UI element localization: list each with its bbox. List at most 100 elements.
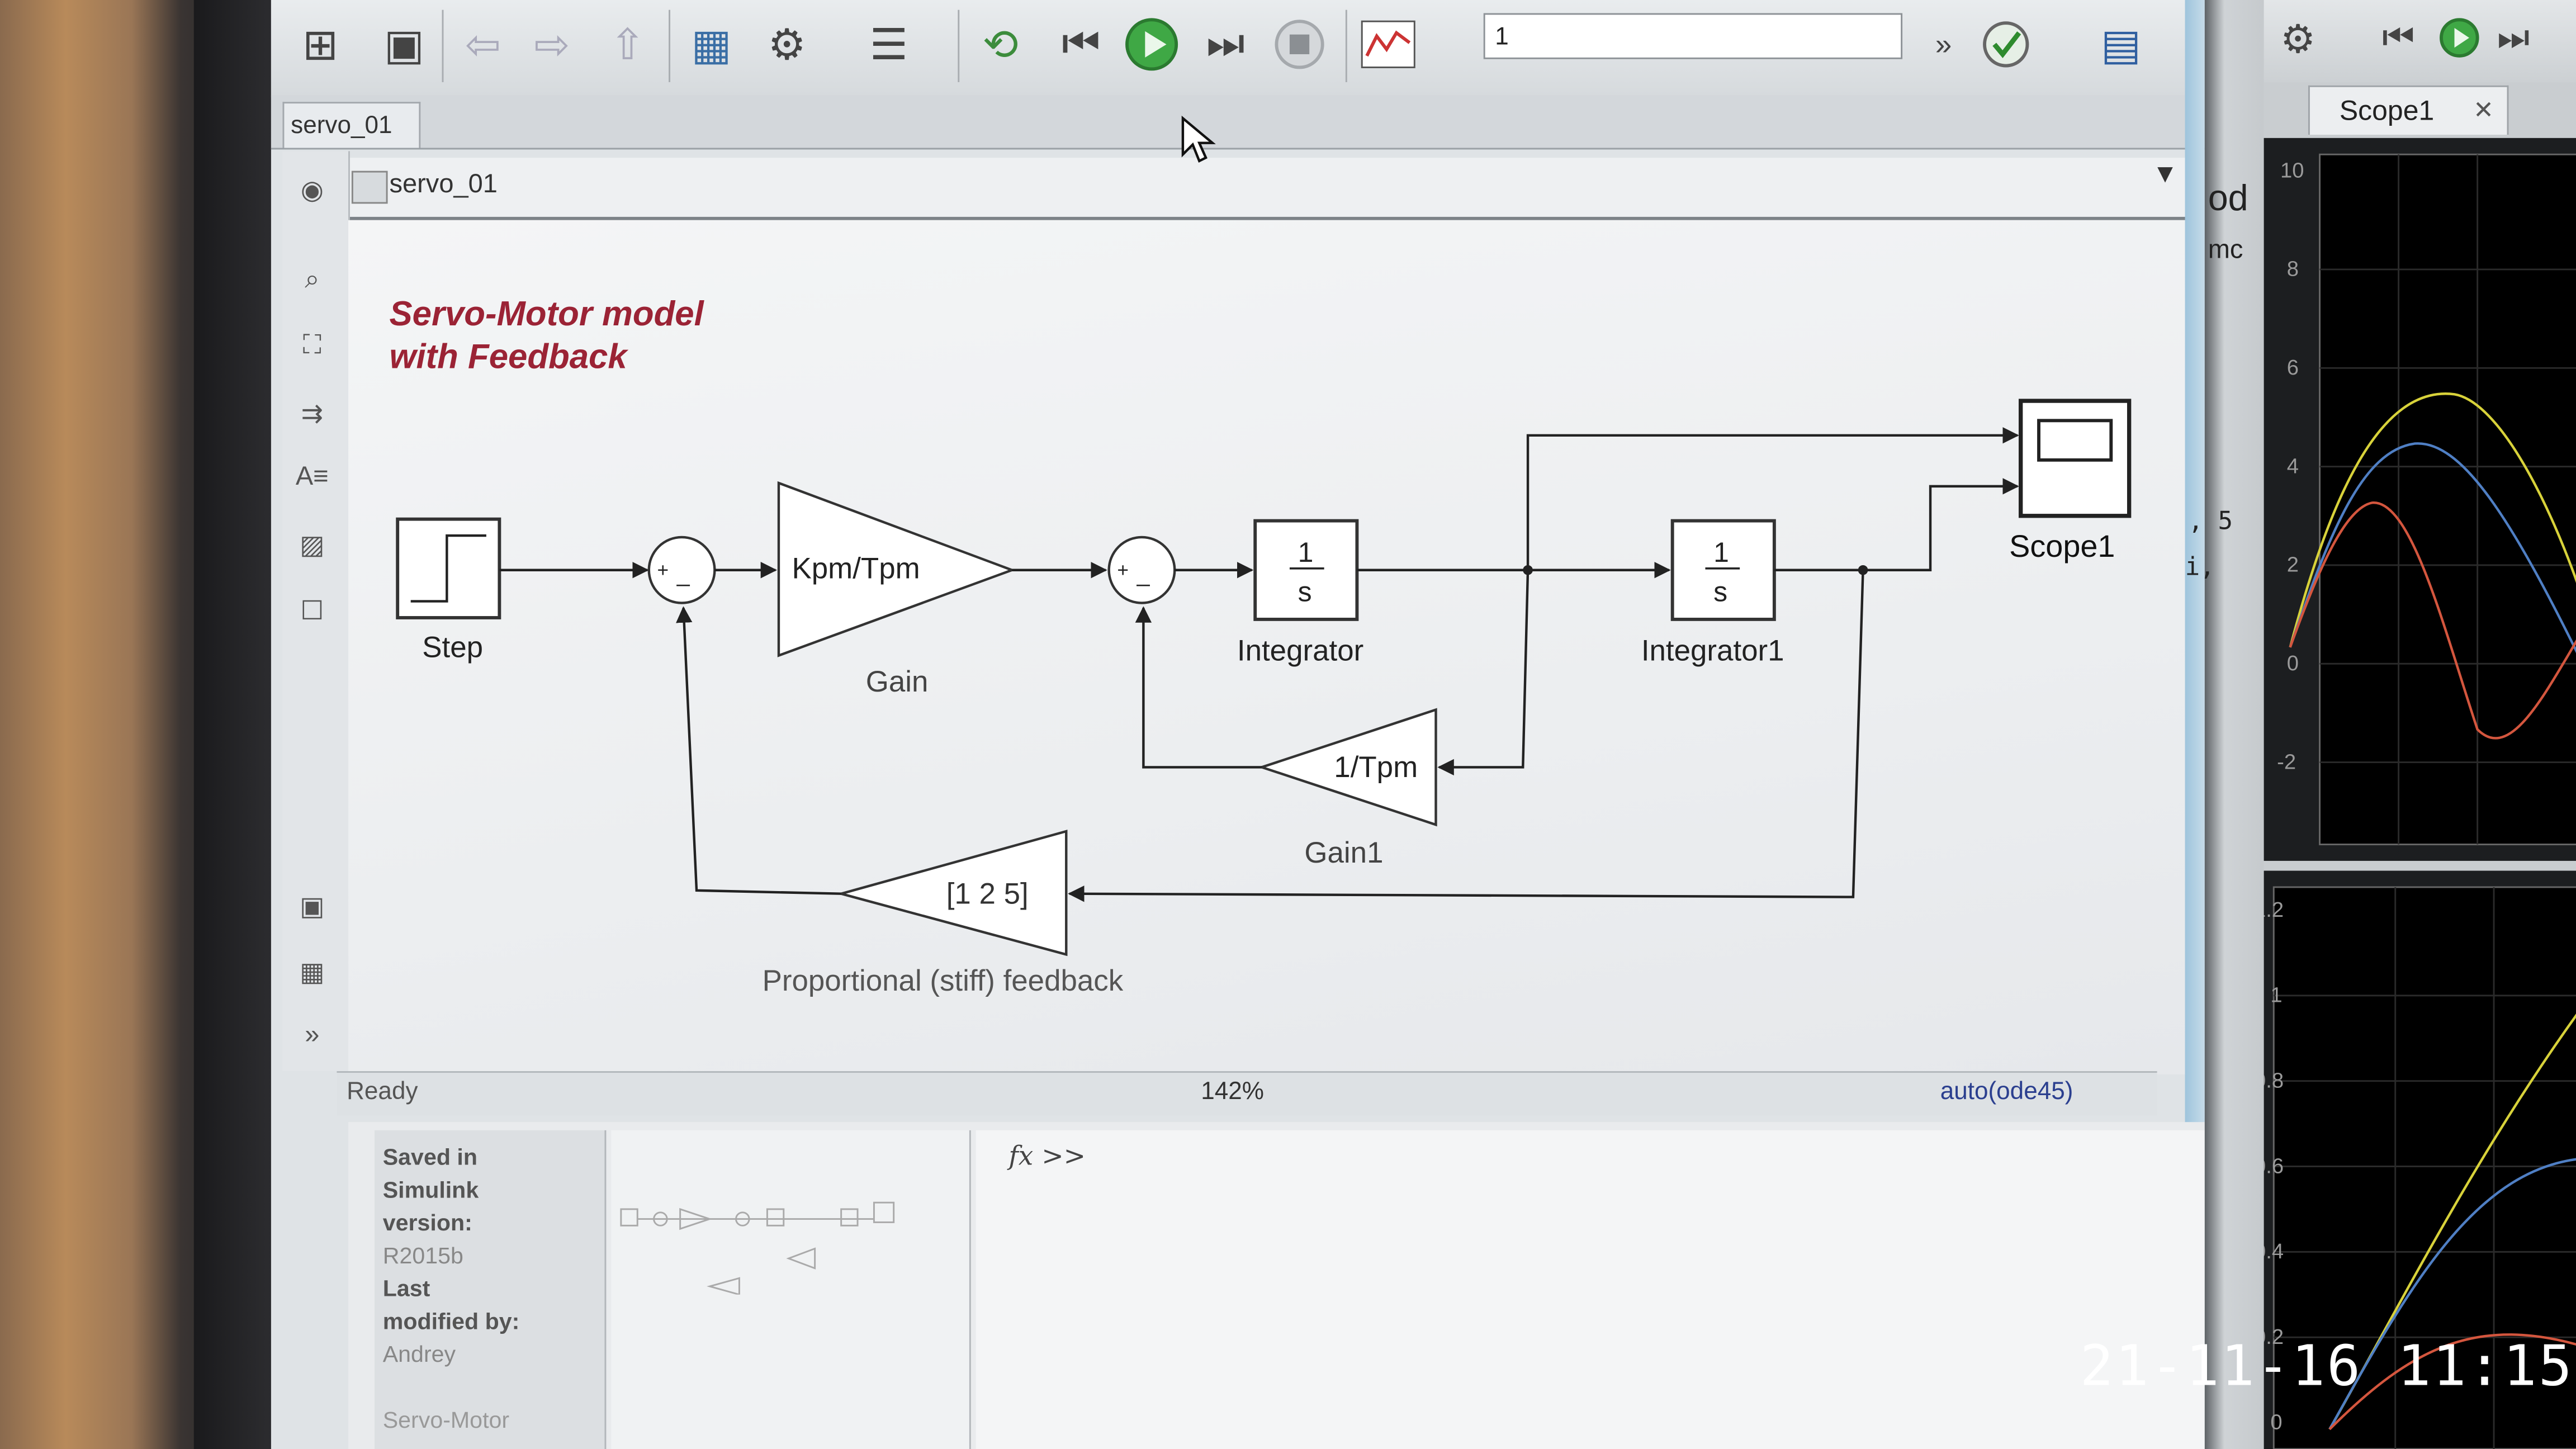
image-icon[interactable]: ▨ (300, 532, 325, 561)
new-model-icon[interactable]: ⊞ (302, 18, 339, 68)
thumbnail-diagram (620, 1201, 895, 1296)
feedback-gain-label: Proportional (stiff) feedback (763, 964, 1124, 997)
scope-top-tick-0: 10 (2280, 158, 2304, 182)
area-icon[interactable]: ☐ (300, 598, 324, 626)
scope-label: Scope1 (2009, 528, 2115, 564)
info-line5: Last (382, 1275, 430, 1301)
feedback-gain-block[interactable] (836, 830, 1068, 956)
scope-tab-close-icon[interactable]: ✕ (2473, 97, 2494, 125)
step-block[interactable] (396, 517, 501, 619)
gain1-block[interactable] (1257, 708, 1437, 827)
window-edge (2185, 0, 2205, 1134)
step-back-icon[interactable]: ⏮ (1062, 18, 1101, 68)
sum2-plus: + (1117, 560, 1129, 581)
up-arrow-icon[interactable]: ⇧ (609, 18, 646, 68)
integrator-numerator: 1 (1298, 537, 1314, 568)
scope-top-tick-1: 8 (2287, 257, 2299, 281)
info-line1: Saved in (382, 1143, 477, 1170)
branch-point-1 (1523, 565, 1533, 575)
arrow-icon[interactable]: ⇉ (301, 401, 324, 429)
breadcrumb-bar (337, 158, 2194, 220)
zoom-icon[interactable]: ⌕ (305, 266, 320, 295)
check-icon[interactable] (1973, 16, 2039, 72)
model-title-line1: Servo-Motor model (389, 295, 704, 333)
stop-icon (1275, 20, 1324, 69)
gain-block[interactable] (777, 481, 1016, 657)
run-icon (1125, 18, 1178, 71)
sum1-plus: + (657, 560, 669, 581)
model-advisor-check-icon (1983, 21, 2029, 68)
forward-arrow-icon[interactable]: ⇨ (534, 18, 570, 68)
fit-view-icon[interactable]: ⛶ (302, 332, 321, 360)
annotation-icon[interactable]: A≡ (295, 463, 329, 491)
side-fragment-3: , 5 (2188, 506, 2233, 536)
model-info-pane: Saved in Simulink version: R2015b Last m… (375, 1130, 607, 1449)
scope-plot-top: 10 8 6 4 2 0 -2 (2264, 138, 2576, 861)
feedback-gain-value: [1 2 5] (946, 877, 1029, 910)
scope-bottom-tick-4: 0.4 (2264, 1239, 2284, 1263)
scope-bottom-tick-1: 1 (2270, 983, 2282, 1007)
branch-point-2 (1858, 565, 1868, 575)
camera-icon[interactable]: ▣ (300, 893, 325, 922)
model-explorer-icon[interactable]: ☰ (869, 18, 908, 68)
overflow-chevron-icon[interactable]: » (1935, 27, 1952, 60)
info-line2: Simulink (382, 1176, 479, 1203)
save-icon[interactable]: ▣ (383, 18, 425, 68)
status-bar: Ready 142% auto(ode45) (337, 1071, 2157, 1116)
scope-trace-red (2289, 501, 2576, 740)
left-tool-strip: ◉ ⌕ ⛶ ⇉ A≡ ▨ ☐ ▣ ▦ » (282, 151, 350, 1072)
scope-bottom-tick-0: 1.2 (2264, 898, 2284, 922)
step-label: Step (422, 631, 483, 664)
data-inspector-icon[interactable] (1355, 16, 1421, 72)
sum-block-2[interactable]: + _ (1107, 536, 1176, 604)
integrator1-numerator: 1 (1713, 537, 1729, 568)
scope-axes-top: 10 8 6 4 2 0 -2 (2277, 153, 2576, 846)
info-line8: Servo-Motor (382, 1406, 510, 1433)
scope-bottom-trace-red (2328, 1333, 2576, 1431)
integrator1-block[interactable] (1670, 519, 1776, 621)
scope-run-button[interactable] (2438, 16, 2480, 67)
zoom-level: 142% (1201, 1077, 1265, 1106)
integrator-denominator: s (1298, 576, 1312, 608)
back-arrow-icon[interactable]: ⇦ (465, 18, 501, 68)
run-button[interactable] (1119, 16, 1185, 72)
scope-step-back-icon[interactable]: ⏮ (2382, 16, 2415, 58)
scope-top-tick-6: -2 (2277, 750, 2296, 774)
sum1-minus: _ (676, 561, 690, 586)
scope-bottom-tick-6: 0 (2270, 1410, 2282, 1434)
info-line3: version: (382, 1209, 472, 1235)
hide-browser-icon[interactable]: ◉ (300, 177, 324, 206)
stop-button[interactable] (1267, 16, 1333, 72)
tab-servo-01[interactable]: servo_01 (282, 102, 421, 148)
stop-time-input[interactable]: 1 (1483, 13, 1903, 59)
scope-tab[interactable]: Scope1 ✕ (2308, 85, 2509, 135)
scope-top-tick-4: 2 (2287, 553, 2299, 577)
scope-top-tick-5: 0 (2287, 651, 2299, 675)
grid-icon[interactable]: ▦ (300, 959, 325, 988)
gain-label: Gain (866, 665, 929, 698)
hardware-icon[interactable]: ▤ (2100, 18, 2142, 68)
command-prompt: fx >> (1008, 1140, 1086, 1172)
model-thumbnail[interactable] (611, 1130, 971, 1449)
scope-step-forward-icon[interactable]: ⏭ (2497, 16, 2530, 58)
step-forward-icon[interactable]: ⏭ (1206, 18, 1245, 68)
command-window[interactable]: fx >> (976, 1130, 2205, 1449)
scope-trace-blue (2289, 442, 2576, 654)
settings-gear-icon[interactable]: ⚙ (768, 18, 806, 68)
breadcrumb-dropdown-icon[interactable]: ▼ (2152, 161, 2179, 189)
library-browser-icon[interactable]: ▦ (691, 18, 732, 68)
model-canvas[interactable]: Servo-Motor model with Feedback Step + _… (348, 220, 2192, 1074)
scope-settings-icon[interactable]: ⚙ (2280, 18, 2316, 63)
solver-label[interactable]: auto(ode45) (1940, 1077, 2073, 1106)
scope-block[interactable] (2019, 399, 2132, 518)
integrator-label: Integrator (1237, 634, 1363, 667)
update-diagram-icon[interactable]: ⟲ (982, 18, 1019, 68)
sum-block-1[interactable]: + _ (647, 536, 716, 604)
scope-trace-yellow (2289, 392, 2576, 648)
expand-icon[interactable]: » (305, 1021, 320, 1050)
simulink-toolbar: ⊞ ▣ ⇦ ⇨ ⇧ ▦ ⚙ ☰ ⟲ ⏮ ⏭ 1 » ▤ (271, 0, 2218, 97)
scope-axes-bottom: 1.2 1 0.8 0.6 0.4 0.2 0 (2254, 886, 2576, 1449)
signal-lines (499, 427, 2019, 902)
breadcrumb[interactable]: servo_01 (389, 171, 498, 199)
